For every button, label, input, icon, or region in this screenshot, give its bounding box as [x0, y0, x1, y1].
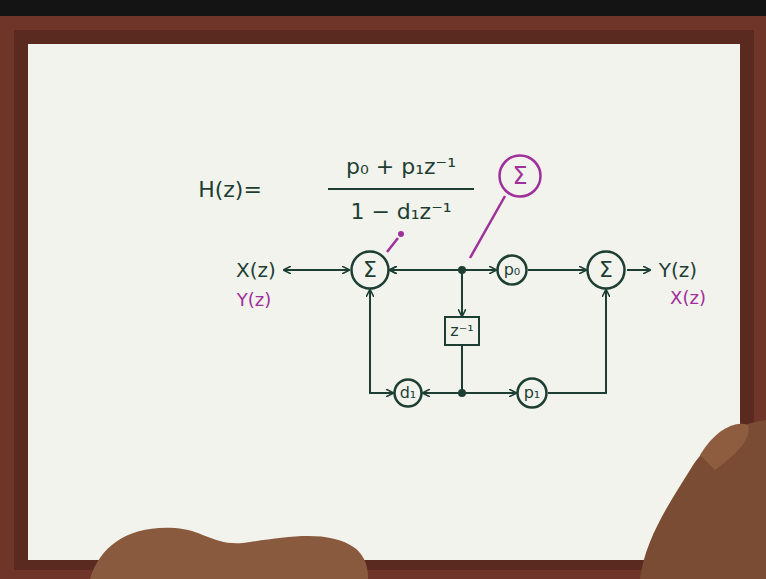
- multiplier-circle: p₀: [496, 254, 528, 286]
- right-hand: [640, 420, 766, 579]
- signal-arrow: [528, 269, 586, 271]
- wooden-frame: [0, 16, 766, 579]
- paper-sheet: [28, 44, 740, 560]
- node-text: Σ: [363, 258, 377, 282]
- signal-arrow: [462, 346, 516, 393]
- delay-box: z⁻¹: [444, 316, 479, 346]
- adder-circle: Σ: [350, 250, 390, 290]
- signal-arrow: [370, 290, 393, 393]
- annotation-mark: [387, 238, 398, 252]
- left-hand: [90, 528, 368, 579]
- signal-arrow: [548, 290, 606, 393]
- right-thumb: [700, 424, 749, 470]
- output-wire: [627, 269, 650, 271]
- fraction-bar: [328, 188, 474, 190]
- output-signal: Y(z): [657, 259, 699, 281]
- transfer-function-name: H(z)=: [196, 178, 264, 202]
- annotation-leader: [470, 196, 505, 258]
- transposed-signal: X(z): [668, 288, 708, 308]
- annotation-dot: [398, 231, 404, 237]
- circle-shape: [352, 252, 389, 289]
- circle-shape: [500, 156, 541, 197]
- circle-shape: [518, 379, 547, 408]
- denominator: 1 − d₁z⁻¹: [348, 200, 453, 224]
- node-text: d₁: [400, 384, 417, 402]
- adder-circle: Σ: [586, 250, 626, 290]
- annotation-sum-circle: Σ: [498, 154, 542, 198]
- frame-inner-edge: [14, 30, 754, 570]
- numerator: p₀ + p₁z⁻¹: [344, 155, 458, 179]
- circle-shape: [588, 252, 625, 289]
- input-signal: X(z): [234, 259, 278, 281]
- node-text: p₀: [504, 261, 521, 279]
- circle-shape: [498, 256, 527, 285]
- signal-arrow: [390, 270, 462, 316]
- transposed-signal: Y(z): [235, 290, 274, 310]
- multiplier-circle: d₁: [393, 378, 423, 408]
- input-wire: [284, 269, 349, 271]
- node-text: p₁: [524, 384, 541, 402]
- signal-arrow: [423, 346, 462, 393]
- node-text: Σ: [512, 163, 527, 189]
- multiplier-circle: p₁: [516, 377, 548, 409]
- circle-shape: [395, 380, 422, 407]
- node-text: z⁻¹: [450, 322, 473, 340]
- node-text: Σ: [599, 258, 613, 282]
